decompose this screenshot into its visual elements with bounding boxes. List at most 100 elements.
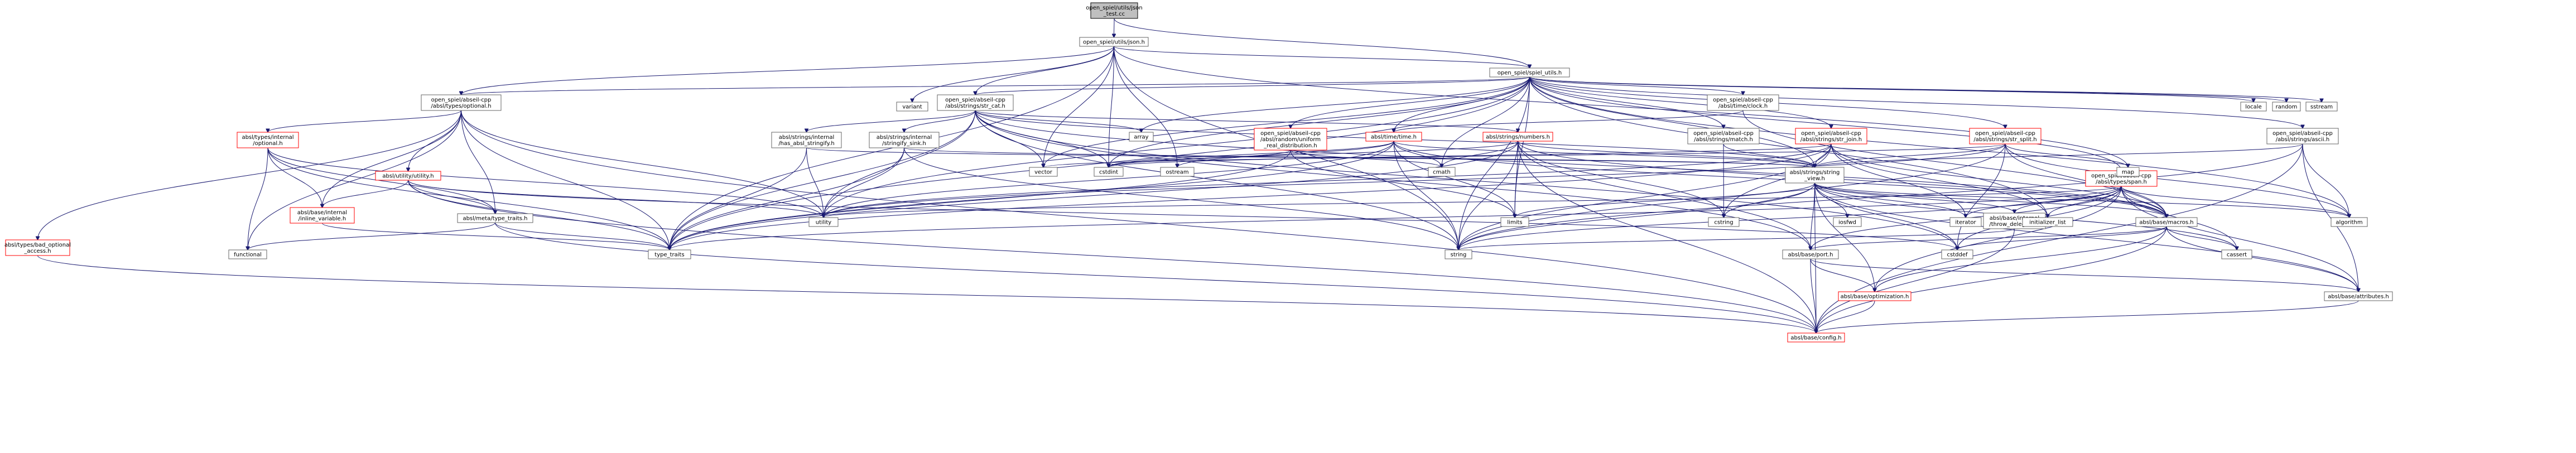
node-label-line: sstream	[2310, 104, 2333, 110]
dependency-edge-numbers_h-to-type_traits	[670, 141, 1518, 250]
node-initializer-list[interactable]: initializer_list	[2022, 217, 2073, 227]
node-vector[interactable]: vector	[1029, 167, 1058, 177]
node-cmath[interactable]: cmath	[1428, 167, 1456, 177]
node-label-line: open_spiel/abseil-cpp	[431, 97, 492, 103]
node-label-line: ostream	[1166, 170, 1188, 176]
dependency-edge-time_h-to-ostream	[1177, 141, 1394, 167]
dependency-edge-span_h-to-string	[1458, 186, 2122, 250]
node-variant[interactable]: variant	[896, 102, 928, 112]
node-random[interactable]: random	[2272, 102, 2301, 112]
node-label-line: absl/utility/utility.h	[382, 174, 434, 180]
node-cassert[interactable]: cassert	[2221, 249, 2252, 259]
node-map[interactable]: map	[2116, 167, 2140, 177]
dependency-edge-inline_variable-to-type_traits	[322, 223, 670, 250]
dependency-edge-spiel_utils-to-limits	[1515, 76, 1530, 218]
node-time-h[interactable]: absl/time/time.h	[1365, 132, 1422, 142]
node-str-join[interactable]: open_spiel/abseil-cpp/absl/strings/str_j…	[1795, 128, 1867, 144]
dependency-edge-json_h-to-ostream	[1114, 46, 1178, 167]
dependency-edge-string_view-to-port_h	[1811, 182, 1815, 250]
node-port-h[interactable]: absl/base/port.h	[1782, 249, 1839, 259]
node-optimization-h[interactable]: absl/base/optimization.h	[1838, 291, 1911, 301]
node-box	[1129, 132, 1154, 142]
node-box	[1795, 128, 1867, 144]
node-uniform-real[interactable]: open_spiel/abseil-cpp/absl/random/unifor…	[1254, 128, 1327, 151]
node-label-line: open_spiel/utils/json	[1086, 5, 1142, 11]
node-box	[1094, 167, 1124, 177]
dependency-edge-uniform_real-to-cmath	[1290, 150, 1442, 167]
node-label-line: array	[1134, 134, 1148, 141]
node-sstream[interactable]: sstream	[2305, 102, 2338, 112]
node-iterator[interactable]: iterator	[1949, 217, 1982, 227]
node-label-line: absl/time/time.h	[1371, 134, 1417, 141]
node-box	[1365, 132, 1422, 142]
node-label-line: initializer_list	[2029, 220, 2066, 226]
node-label-line: iosfwd	[1838, 220, 1856, 226]
node-string-view[interactable]: absl/strings/string_view.h	[1785, 167, 1845, 184]
node-label-line: utility	[816, 220, 832, 226]
node-match-h[interactable]: open_spiel/abseil-cpp/absl/strings/match…	[1687, 128, 1760, 144]
node-str-cat[interactable]: open_spiel/abseil-cpp/absl/strings/str_c…	[937, 94, 1014, 111]
dependency-edge-string_view-to-macros_h	[1814, 182, 2167, 218]
node-algorithm[interactable]: algorithm	[2331, 217, 2368, 227]
node-label-line: open_spiel/abseil-cpp	[1260, 131, 1321, 137]
node-stringify-sink[interactable]: absl/strings/internal/stringify_sink.h	[869, 132, 940, 148]
node-functional[interactable]: functional	[228, 249, 267, 259]
node-has-absl-stringify[interactable]: absl/strings/internal/has_absl_stringify…	[771, 132, 842, 148]
node-array[interactable]: array	[1129, 132, 1154, 142]
node-str-split[interactable]: open_spiel/abseil-cpp/absl/strings/str_s…	[1969, 128, 2041, 144]
node-numbers-h[interactable]: absl/strings/numbers.h	[1482, 132, 1553, 142]
node-box	[869, 132, 940, 148]
node-label-line: cstring	[1714, 220, 1733, 226]
node-root[interactable]: open_spiel/utils/json_test.cc	[1086, 2, 1143, 19]
node-label-line: absl/strings/internal	[877, 134, 932, 141]
node-box	[1090, 2, 1138, 19]
node-limits[interactable]: limits	[1500, 217, 1529, 227]
node-label-line: open_spiel/spiel_utils.h	[1498, 70, 1562, 76]
node-cstddef[interactable]: cstddef	[1941, 249, 1973, 259]
node-label-line: /absl/time/clock.h	[1718, 103, 1768, 109]
node-type-traits-absl[interactable]: absl/meta/type_traits.h	[457, 213, 533, 223]
node-ostream[interactable]: ostream	[1160, 167, 1195, 177]
node-box	[896, 102, 928, 112]
node-box	[1489, 68, 1570, 78]
dependency-edge-optional_h-to-config_h	[461, 110, 1817, 333]
node-ascii-h[interactable]: open_spiel/abseil-cpp/absl/strings/ascii…	[2266, 128, 2339, 144]
node-box	[1785, 167, 1845, 184]
dependency-edge-stringify_sink-to-utility	[824, 147, 904, 218]
node-box	[1482, 132, 1553, 142]
node-box	[1428, 167, 1456, 177]
dependency-edge-string_view-to-throw_delegate	[1814, 182, 2015, 213]
node-string[interactable]: string	[1445, 249, 1472, 259]
node-clock-h[interactable]: open_spiel/abseil-cpp/absl/time/clock.h	[1707, 94, 1779, 111]
dependency-edge-ascii_h-to-algorithm	[2302, 143, 2349, 218]
dependency-edge-root-to-spiel_utils	[1114, 18, 1530, 68]
node-box	[648, 249, 691, 259]
dependency-edge-numbers_h-to-limits	[1515, 141, 1518, 218]
dependency-edge-time_h-to-cmath	[1393, 141, 1442, 167]
dependency-edge-time_h-to-utility	[824, 141, 1394, 218]
dependency-edge-span_h-to-optimization_h	[1875, 186, 2122, 292]
node-config-h[interactable]: absl/base/config.h	[1787, 332, 1845, 343]
node-box	[290, 207, 355, 224]
dependency-edge-root-to-json_h	[1114, 18, 1115, 37]
node-spiel-utils[interactable]: open_spiel/spiel_utils.h	[1489, 68, 1570, 78]
node-inline-variable[interactable]: absl/base/internal/inline_variable.h	[290, 207, 355, 224]
node-macros-h[interactable]: absl/base/macros.h	[2135, 217, 2198, 227]
node-iosfwd[interactable]: iosfwd	[1833, 217, 1862, 227]
node-json-h[interactable]: open_spiel/utils/json.h	[1079, 37, 1149, 47]
node-attributes-h[interactable]: absl/base/attributes.h	[2324, 291, 2393, 301]
dependency-edge-time_h-to-type_traits	[670, 141, 1394, 250]
node-optional-h[interactable]: open_spiel/abseil-cpp/absl/types/optiona…	[421, 94, 502, 111]
dependency-edge-str_join-to-cstring	[1724, 143, 1832, 218]
node-bad-optional[interactable]: absl/types/bad_optional_access.h	[4, 239, 71, 256]
node-utility-h[interactable]: absl/utility/utility.h	[375, 171, 441, 181]
node-locale[interactable]: locale	[2240, 102, 2267, 112]
dependency-edge-json_h-to-optional_h	[461, 46, 1114, 95]
node-type-traits[interactable]: type_traits	[648, 249, 691, 259]
node-cstring[interactable]: cstring	[1708, 217, 1740, 227]
dependency-edge-numbers_h-to-string_view	[1518, 141, 1815, 167]
node-label-line: cstdint	[1099, 170, 1118, 176]
node-utility[interactable]: utility	[808, 217, 839, 227]
node-cstdint[interactable]: cstdint	[1094, 167, 1124, 177]
node-types-internal-optional[interactable]: absl/types/internal/optional.h	[237, 132, 299, 148]
